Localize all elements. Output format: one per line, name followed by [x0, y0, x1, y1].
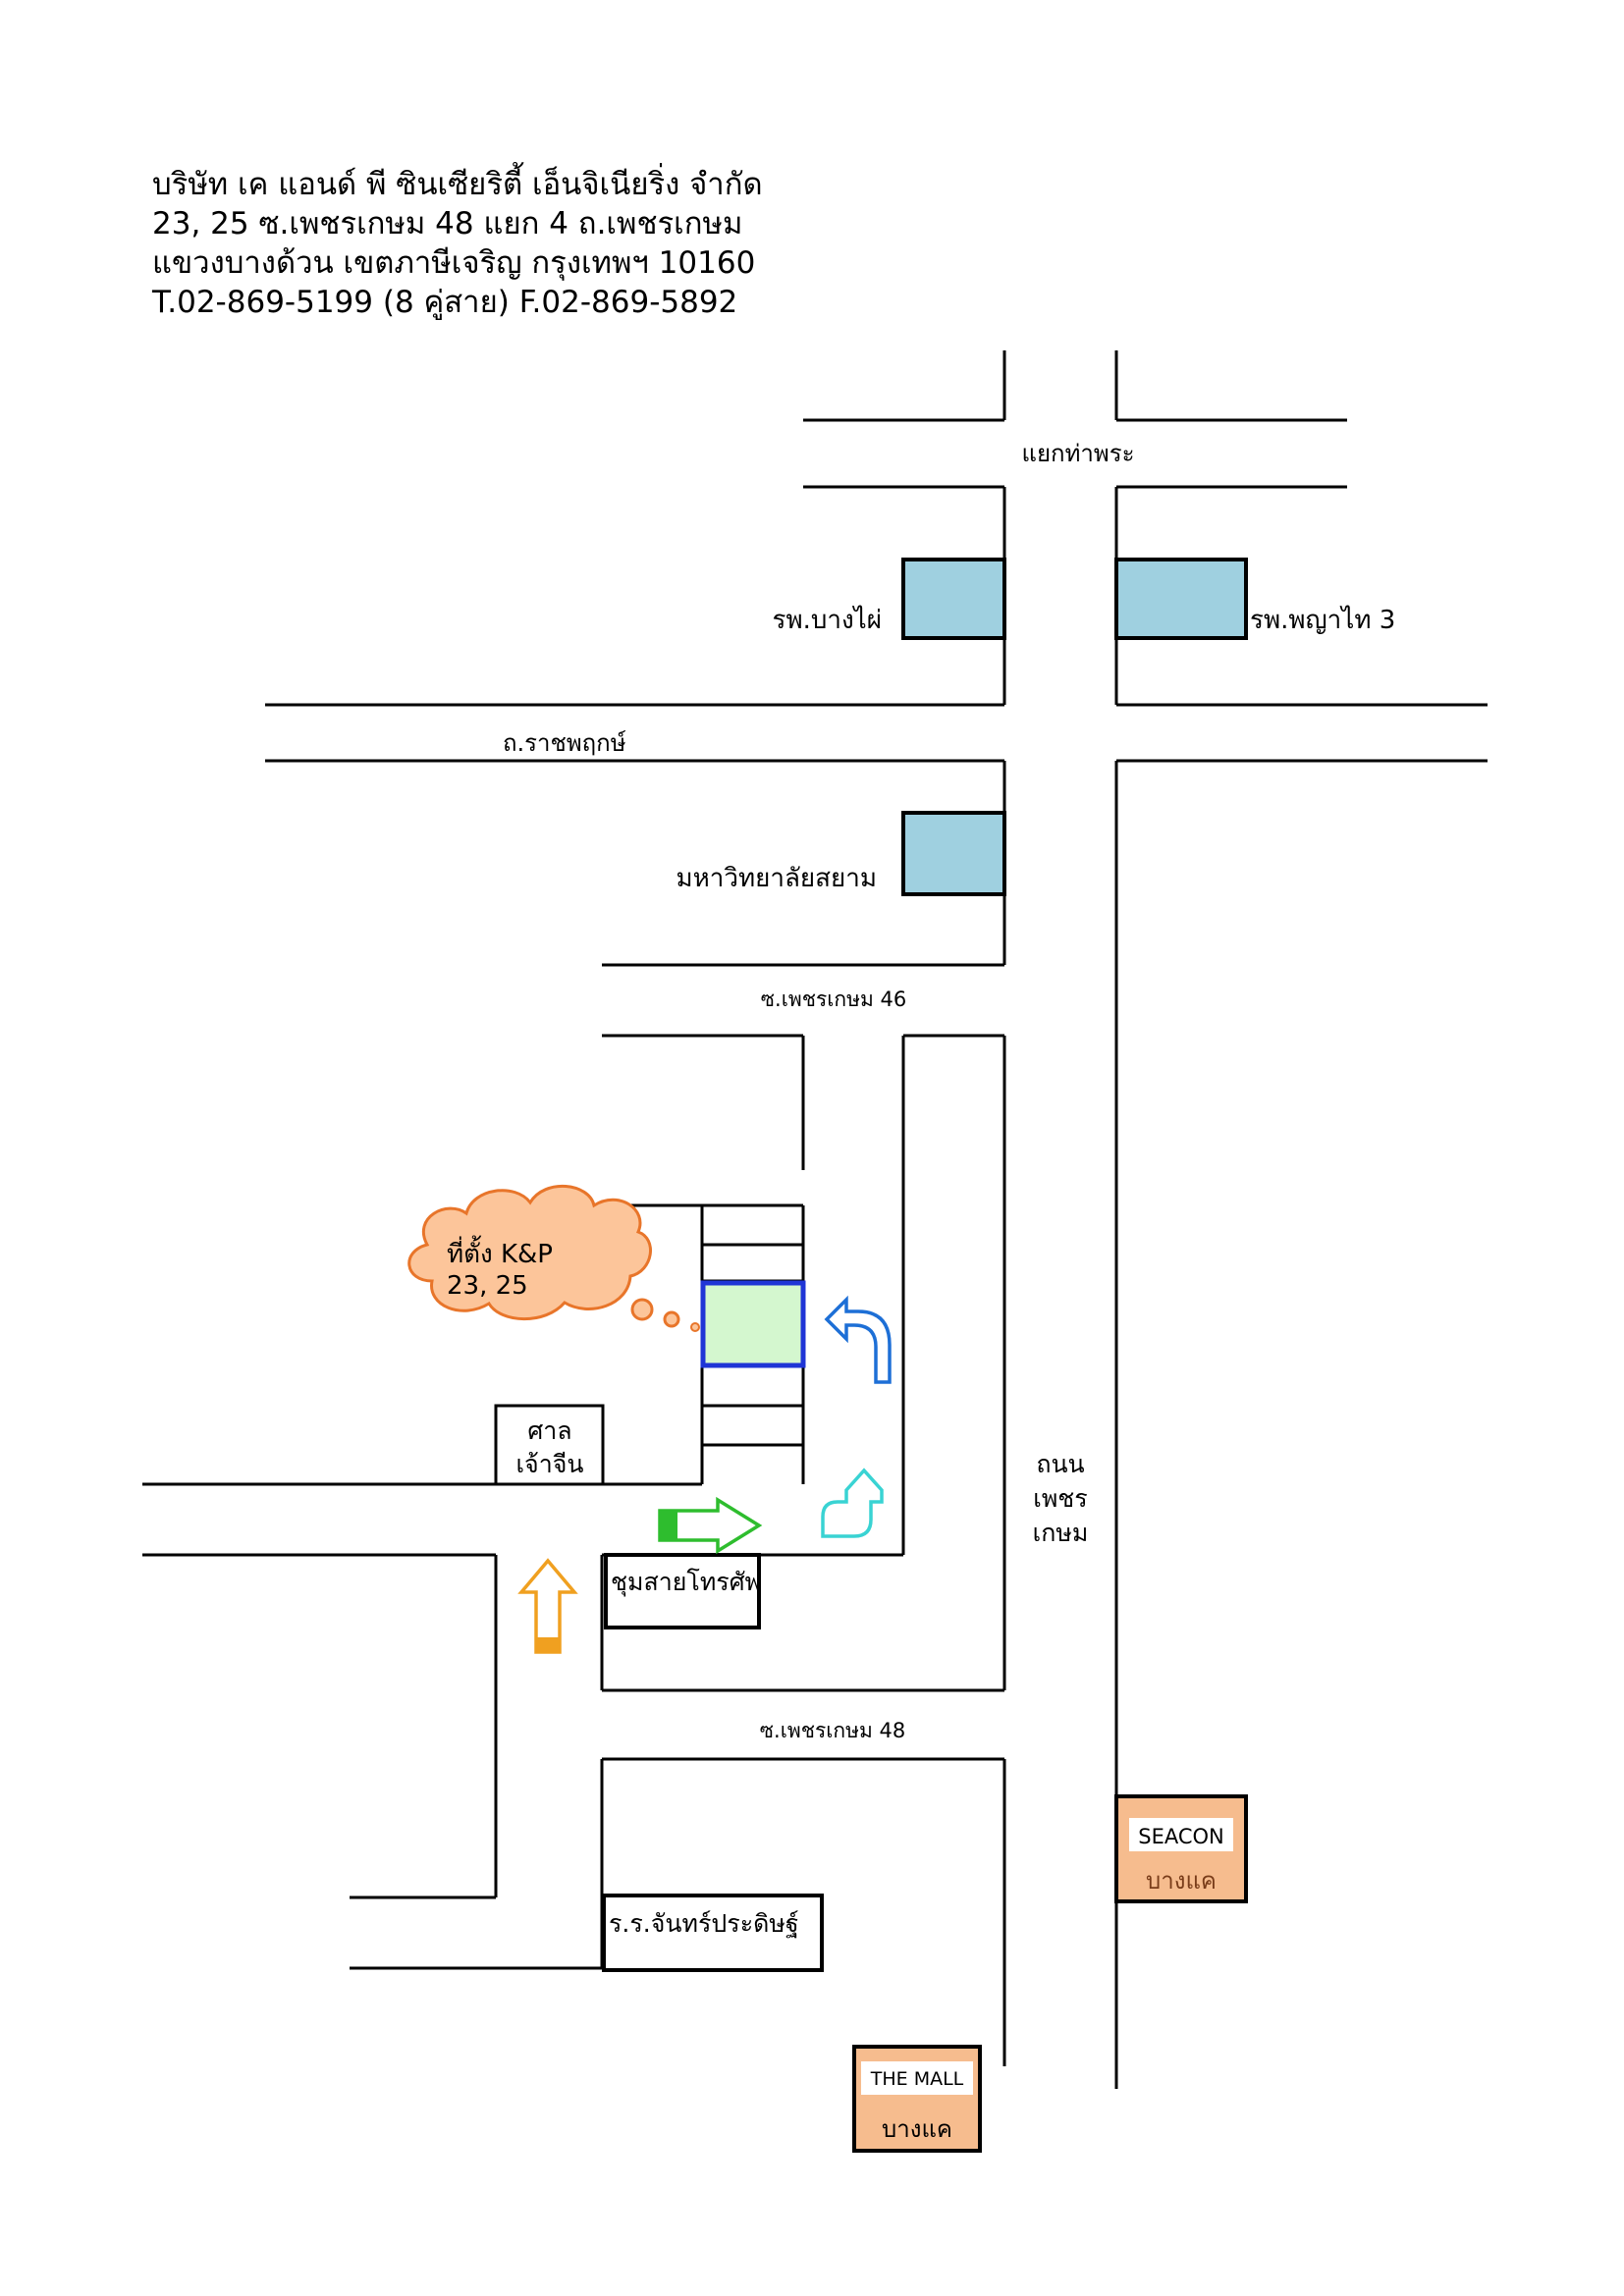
label-location-1: ที่ตั้ง K&P [447, 1235, 553, 1269]
arrow-right-green-icon [658, 1496, 763, 1555]
exchange-box [604, 1553, 761, 1629]
label-road-ratchaphruek: ถ.ราชพฤกษ์ [503, 729, 626, 757]
mall-brand-plate [861, 2061, 973, 2095]
kp-building [700, 1280, 806, 1368]
arrow-turn-blue-icon [824, 1295, 892, 1384]
school-box [602, 1894, 824, 1972]
label-university: มหาวิทยาลัยสยาม [677, 864, 877, 893]
label-main-road-1: ถนน [1036, 1450, 1084, 1478]
label-main-road-2: เพชร [1033, 1484, 1087, 1513]
label-soi-48: ซ.เพชรเกษม 48 [760, 1719, 905, 1742]
label-mall-branch: บางแค [882, 2115, 952, 2143]
address-line-1: 23, 25 ซ.เพชรเกษม 48 แยก 4 ถ.เพชรเกษม [152, 206, 743, 241]
arrow-turn-cyan-icon [821, 1468, 884, 1538]
label-seacon-branch: บางแค [1146, 1867, 1217, 1895]
university-building [901, 811, 1006, 896]
label-shrine-1: ศาล [527, 1416, 571, 1445]
hospital-left-building [901, 558, 1006, 640]
label-location-2: 23, 25 [447, 1271, 528, 1301]
label-hospital-right: รพ.พญาไท 3 [1250, 605, 1395, 635]
label-soi-46: ซ.เพชรเกษม 46 [761, 988, 906, 1011]
label-hospital-left: รพ.บางไผ่ [773, 605, 882, 635]
shrine-box [494, 1404, 605, 1486]
label-shrine-2: เจ้าจีน [516, 1450, 584, 1478]
seacon-brand-plate [1129, 1818, 1233, 1851]
label-main-road-3: เกษม [1033, 1519, 1089, 1547]
address-line-2: แขวงบางด้วน เขตภาษีเจริญ กรุงเทพฯ 10160 [152, 245, 756, 281]
company-name: บริษัท เค แอนด์ พี ซินเซียริตี้ เอ็นจิเน… [152, 167, 763, 202]
contact-numbers: T.02-869-5199 (8 คู่สาย) F.02-869-5892 [152, 285, 738, 320]
company-header: บริษัท เค แอนด์ พี ซินเซียริตี้ เอ็นจิเน… [152, 165, 763, 322]
location-cloud [407, 1185, 700, 1332]
label-mall-brand: THE MALL [870, 2068, 964, 2090]
label-exchange: ชุมสายโทรศัพ [611, 1568, 761, 1597]
label-school: ร.ร.จันทร์ประดิษฐ์ [609, 1909, 799, 1938]
hospital-right-building [1114, 558, 1248, 640]
arrow-up-orange-icon [517, 1558, 578, 1654]
label-seacon-brand: SEACON [1138, 1825, 1224, 1848]
label-intersection: แยกท่าพระ [1022, 440, 1135, 467]
